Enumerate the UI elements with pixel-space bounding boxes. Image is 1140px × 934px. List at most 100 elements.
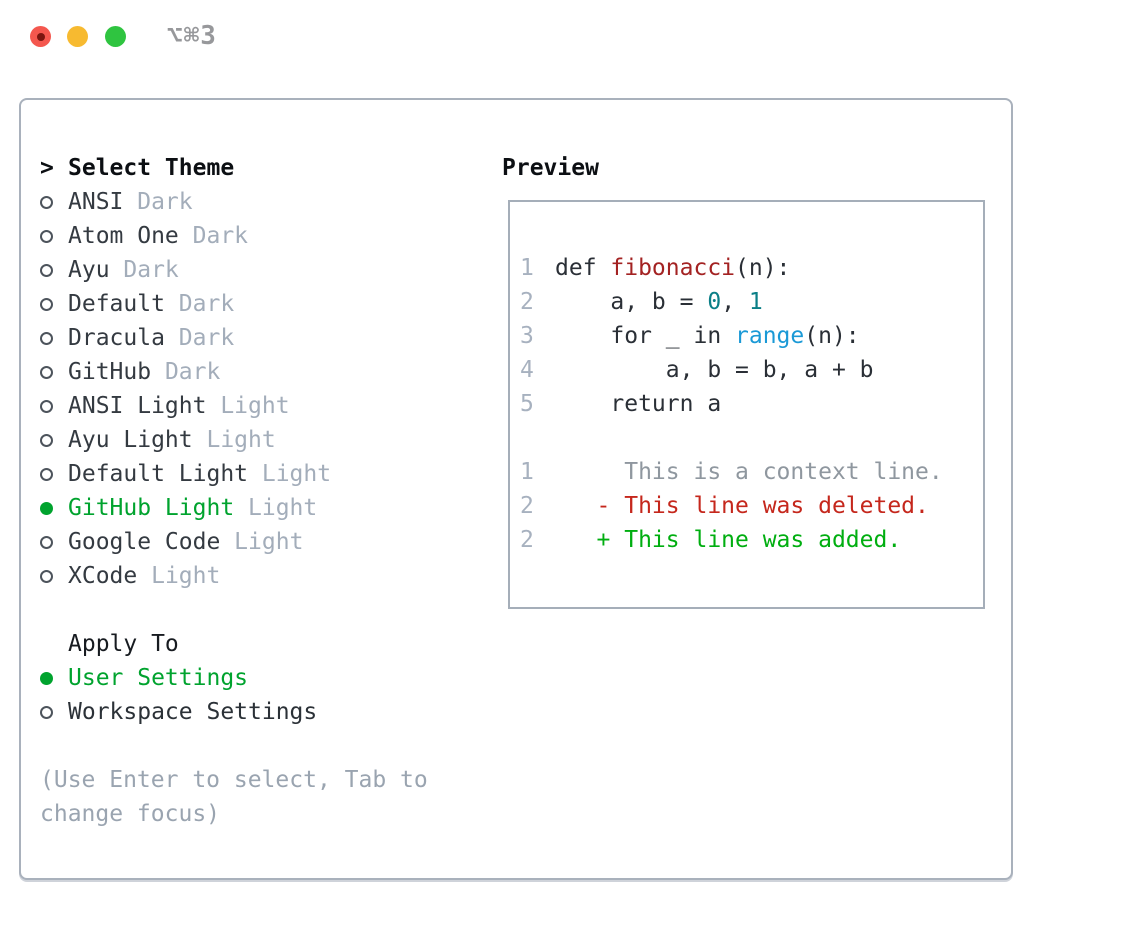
apply-to-header: Apply To <box>68 631 179 657</box>
radio-unselected-icon <box>40 264 53 277</box>
theme-list-item[interactable]: XCode Light <box>40 559 440 593</box>
radio-unselected-icon <box>40 196 53 209</box>
radio-unselected-icon <box>40 706 53 719</box>
apply-to-option[interactable]: User Settings <box>40 661 440 695</box>
theme-name: Google Code <box>68 529 221 555</box>
code-line: 1 This is a context line. <box>520 455 943 489</box>
line-number: 3 <box>520 323 534 349</box>
apply-to-option-label: User Settings <box>68 665 249 691</box>
line-number: 2 <box>520 289 534 315</box>
theme-name: ANSI Light <box>68 393 207 419</box>
line-number <box>520 421 555 455</box>
zoom-button[interactable] <box>105 26 126 47</box>
spacer <box>40 729 440 763</box>
theme-name: Atom One <box>68 223 179 249</box>
code-segment-plain: (n): <box>804 323 860 349</box>
radio-unselected-icon <box>40 468 53 481</box>
theme-name: Ayu Light <box>68 427 193 453</box>
theme-list-item[interactable]: GitHub Dark <box>40 355 440 389</box>
code-segment-plain: def <box>555 255 611 281</box>
code-segment-plain: , <box>721 289 749 315</box>
theme-name: GitHub <box>68 359 152 385</box>
theme-list-item[interactable]: Default Dark <box>40 287 440 321</box>
code-segment-builtin: range <box>735 323 805 349</box>
code-line: 2 - This line was deleted. <box>520 489 943 523</box>
code-line: 3 for _ in range(n): <box>520 319 943 353</box>
select-theme-header: > Select Theme <box>40 151 440 185</box>
theme-variant-badge: Dark <box>164 325 235 351</box>
theme-name: Dracula <box>68 325 165 351</box>
theme-variant-badge: Dark <box>109 257 179 283</box>
radio-unselected-icon <box>40 400 53 413</box>
close-button[interactable] <box>30 26 51 47</box>
theme-list-item[interactable]: Atom One Dark <box>40 219 440 253</box>
code-segment-plain: a, b = <box>555 289 708 315</box>
select-theme-title: Select Theme <box>68 155 235 181</box>
theme-list-item[interactable]: Google Code Light <box>40 525 440 559</box>
code-line: 5 return a <box>520 387 943 421</box>
line-number: 1 <box>520 459 534 485</box>
code-segment-addition: + This line was added. <box>555 527 902 553</box>
radio-unselected-icon <box>40 434 53 447</box>
theme-name: GitHub Light <box>68 495 235 521</box>
window-title: ⌥⌘3 <box>167 21 217 51</box>
theme-list-item[interactable]: ANSI Light Light <box>40 389 440 423</box>
preview-title: Preview <box>502 155 599 181</box>
code-line <box>520 421 943 455</box>
close-dot-icon <box>36 32 45 41</box>
theme-list-item[interactable]: Default Light Light <box>40 457 440 491</box>
theme-list-item[interactable]: Ayu Dark <box>40 253 440 287</box>
code-segment-function: fibonacci <box>610 255 736 281</box>
code-line: 2 a, b = 0, 1 <box>520 285 943 319</box>
code-segment-plain: (n): <box>735 255 791 281</box>
radio-unselected-icon <box>40 230 53 243</box>
theme-list-item[interactable]: ANSI Dark <box>40 185 440 219</box>
apply-to-option-label: Workspace Settings <box>68 699 318 725</box>
theme-variant-badge: Light <box>192 427 276 453</box>
code-segment-plain: return a <box>555 391 722 417</box>
theme-variant-badge: Light <box>234 495 318 521</box>
code-segment-context: This is a context line. <box>555 459 943 485</box>
line-number: 5 <box>520 391 534 417</box>
help-text: (Use Enter to select, Tab to change focu… <box>40 767 428 827</box>
theme-name: Default Light <box>68 461 249 487</box>
radio-unselected-icon <box>40 570 53 583</box>
code-line: 2 + This line was added. <box>520 523 943 557</box>
theme-variant-badge: Dark <box>123 189 193 215</box>
theme-name: XCode <box>68 563 138 589</box>
radio-unselected-icon <box>40 536 53 549</box>
line-number: 4 <box>520 357 534 383</box>
code-segment-deletion: - This line was deleted. <box>555 493 929 519</box>
theme-list-item[interactable]: GitHub Light Light <box>40 491 440 525</box>
radio-unselected-icon <box>40 298 53 311</box>
theme-variant-badge: Light <box>220 529 304 555</box>
theme-name: ANSI <box>68 189 124 215</box>
theme-variant-badge: Dark <box>164 291 235 317</box>
theme-list-item[interactable]: Dracula Dark <box>40 321 440 355</box>
line-number: 2 <box>520 527 534 553</box>
apply-to-option[interactable]: Workspace Settings <box>40 695 440 729</box>
code-line: 4 a, b = b, a + b <box>520 353 943 387</box>
minimize-button[interactable] <box>67 26 88 47</box>
theme-variant-badge: Light <box>248 461 332 487</box>
theme-variant-badge: Light <box>137 563 221 589</box>
code-segment-plain: a, b = b, a + b <box>555 357 874 383</box>
theme-name: Ayu <box>68 257 110 283</box>
theme-variant-badge: Light <box>206 393 290 419</box>
radio-selected-icon <box>40 672 53 685</box>
theme-list-item[interactable]: Ayu Light Light <box>40 423 440 457</box>
prompt-caret-icon: > <box>40 155 54 181</box>
radio-unselected-icon <box>40 332 53 345</box>
code-segment-plain: for _ in <box>555 323 736 349</box>
theme-name: Default <box>68 291 165 317</box>
theme-variant-badge: Dark <box>178 223 249 249</box>
code-segment-number: 1 <box>748 289 763 315</box>
titlebar: ⌥⌘3 <box>0 0 1140 72</box>
theme-variant-badge: Dark <box>151 359 221 385</box>
